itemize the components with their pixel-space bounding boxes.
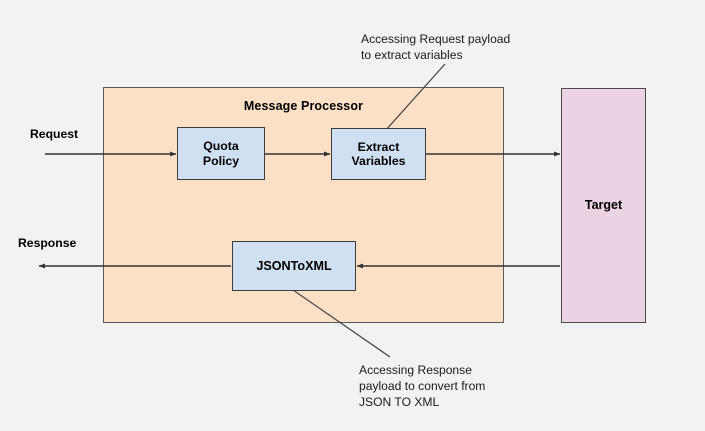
policy-label-jsontoxml: JSONToXML	[256, 258, 332, 273]
message-processor-label: Message Processor	[243, 99, 364, 113]
response-annotation-text: Accessing Response payload to convert fr…	[359, 363, 486, 410]
request-annotation-text: Accessing Request payload to extract var…	[361, 32, 511, 63]
target-box[interactable]: Target	[561, 88, 646, 323]
target-label: Target	[584, 198, 623, 213]
leader-line-request-annotation	[384, 63, 446, 132]
policy-label-quota-policy: Quota Policy	[202, 139, 240, 168]
leader-line-response-annotation	[292, 289, 391, 358]
policy-box-extract-variables[interactable]: Extract Variables	[331, 128, 426, 180]
response-label: Response	[18, 236, 77, 250]
request-label: Request	[30, 127, 79, 141]
policy-box-quota-policy[interactable]: Quota Policy	[177, 127, 265, 180]
policy-label-extract-variables: Extract Variables	[351, 139, 406, 169]
policy-box-jsontoxml[interactable]: JSONToXML	[232, 241, 356, 291]
